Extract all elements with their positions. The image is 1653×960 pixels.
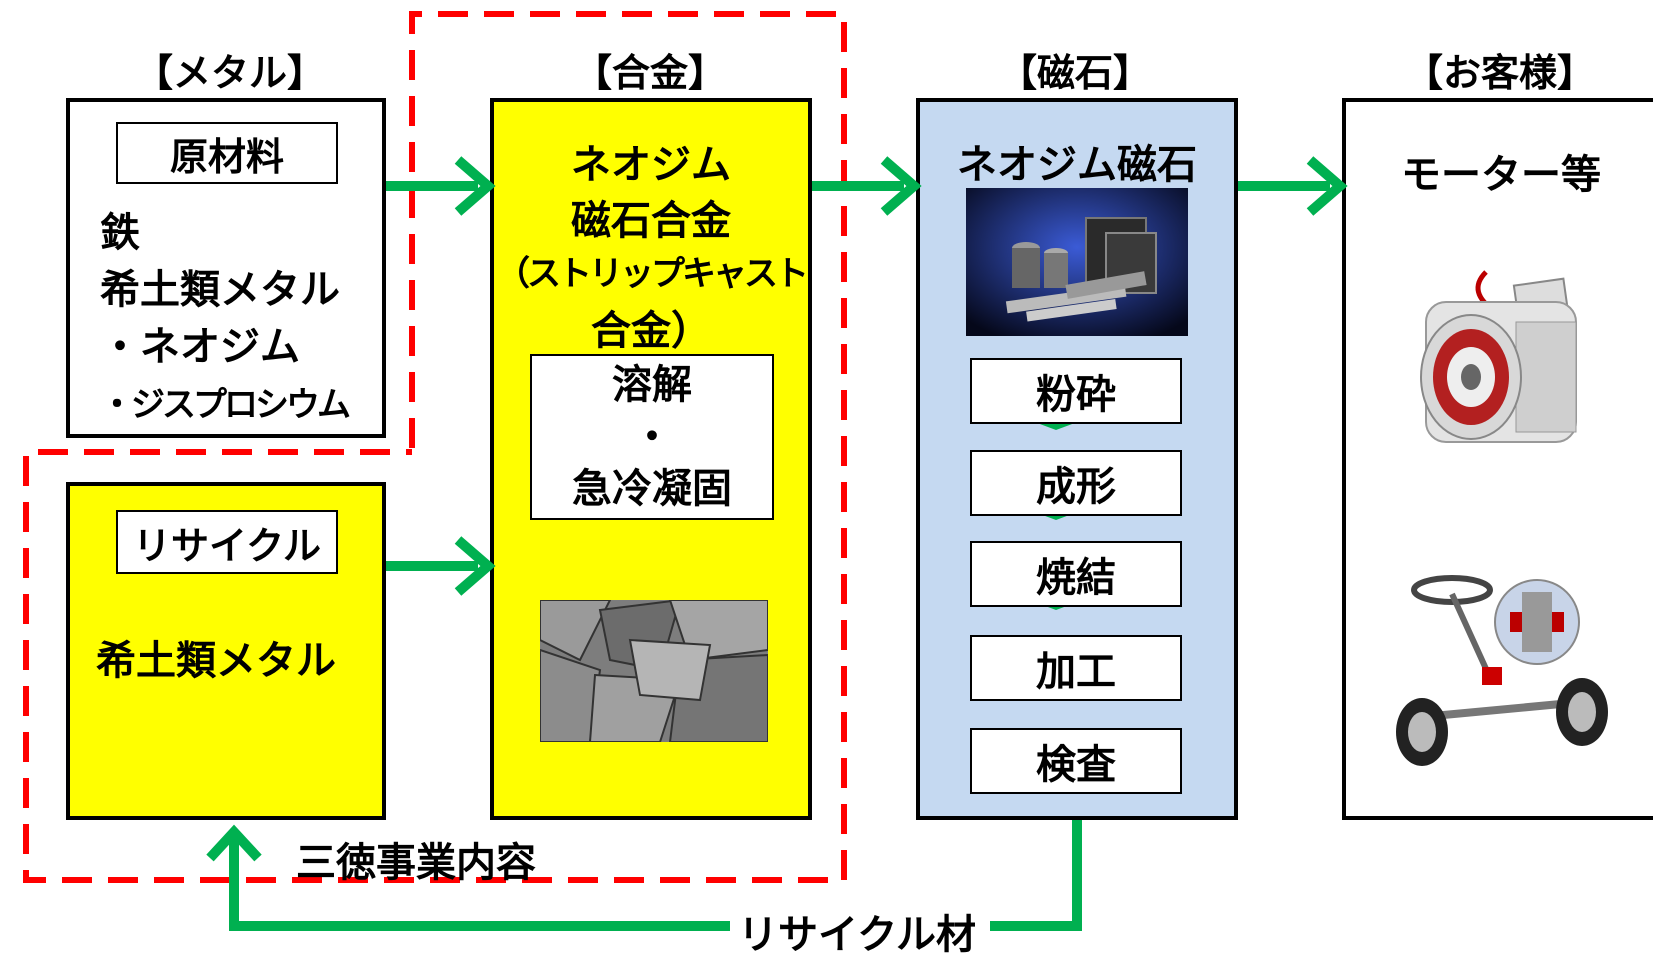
- recycle-box: リサイクル 希土類メタル: [66, 482, 386, 820]
- raw-material-label: 原材料: [116, 122, 338, 184]
- metal-line-dysprosium: ・ジスプロシウム: [100, 385, 351, 425]
- process-separator: ・: [632, 414, 672, 460]
- process-melting: 溶解: [612, 362, 692, 408]
- header-metal: 【メタル】: [134, 51, 325, 95]
- metal-line-rare-earth: 希土類メタル: [100, 267, 340, 313]
- recycle-loop-right: [990, 820, 1082, 931]
- alloy-box: ネオジム 磁石合金 （ストリップキャスト 合金） 溶解 ・ 急冷凝固: [490, 98, 812, 820]
- step-crushing: 粉砕: [970, 358, 1182, 424]
- alloy-flakes-photo: [540, 600, 768, 742]
- recycle-label: リサイクル: [116, 510, 338, 574]
- alloy-title-2: 磁石合金: [571, 198, 731, 244]
- step-machining: 加工: [970, 635, 1182, 701]
- step-sintering: 焼結: [970, 541, 1182, 607]
- metal-box: 原材料 鉄 希土類メタル ・ネオジム ・ジスプロシウム: [66, 98, 386, 438]
- step-inspection: 検査: [970, 728, 1182, 794]
- alloy-title-4: 合金）: [591, 308, 711, 354]
- process-rapid-solidification: 急冷凝固: [572, 466, 732, 512]
- customer-box: モーター等: [1342, 98, 1653, 820]
- motor-photo: [1396, 262, 1602, 462]
- step-forming: 成形: [970, 450, 1182, 516]
- alloy-title-1: ネオジム: [571, 142, 731, 188]
- company-scope-label: 三徳事業内容: [296, 840, 536, 886]
- header-magnet: 【磁石】: [998, 51, 1151, 95]
- metal-line-iron: 鉄: [100, 210, 140, 256]
- header-alloy: 【合金】: [573, 51, 726, 95]
- customer-title: モーター等: [1401, 152, 1601, 198]
- magnet-title: ネオジム磁石: [957, 142, 1197, 188]
- alloy-process-box: 溶解 ・ 急冷凝固: [530, 354, 774, 520]
- metal-line-neodymium: ・ネオジム: [100, 324, 300, 370]
- recycle-loop-left: [229, 836, 730, 931]
- magnets-photo: [966, 188, 1188, 336]
- recycle-content: 希土類メタル: [96, 638, 336, 684]
- alloy-title-3: （ストリップキャスト: [496, 254, 809, 294]
- steering-photo: [1382, 572, 1622, 772]
- recycle-material-label: リサイクル材: [738, 912, 976, 958]
- header-customer: 【お客様】: [1404, 51, 1595, 95]
- company-scope-outline: [23, 11, 847, 883]
